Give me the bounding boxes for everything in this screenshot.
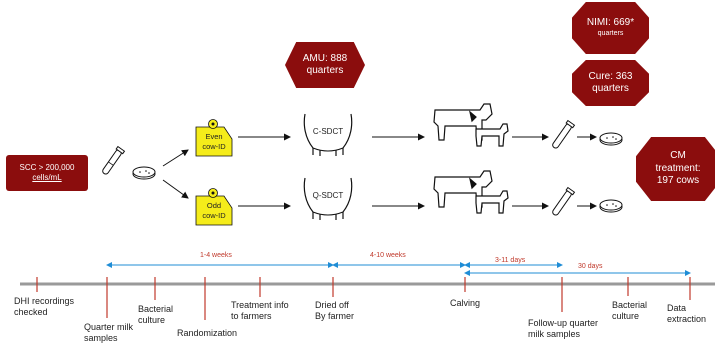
event-follow-up-line2: milk samples <box>528 328 581 339</box>
test-tube-icon <box>102 145 126 175</box>
udder-icon-odd: Q-SDCT <box>303 177 353 220</box>
nimi-line1: NIMI: 669* <box>586 17 635 29</box>
event-data-extraction-line1: Data <box>667 303 687 313</box>
event-data-extraction-line2: extraction <box>667 313 707 324</box>
even-tag-line2: cow-ID <box>202 142 226 151</box>
amu-line1: AMU: 888 <box>302 52 348 64</box>
event-follow-up-line1: Follow-up quarter <box>528 318 599 328</box>
span-label-2: 4-10 weeks <box>370 252 406 259</box>
udder-icon-even: C-SDCT <box>303 113 353 156</box>
event-dried-off-line1: Dried off <box>315 300 349 310</box>
test-tube-icon-even <box>552 119 576 149</box>
odd-tag-line1: Odd <box>207 201 221 210</box>
even-tag-line1: Even <box>205 132 222 141</box>
event-calving-line1: Calving <box>450 298 481 308</box>
event-bacterial-1-line2: culture <box>138 314 166 325</box>
arrow-to-even <box>162 149 189 167</box>
event-data-extraction: Data extraction <box>667 303 706 325</box>
c-sdct-label: C-SDCT <box>313 127 343 136</box>
arrow-to-odd <box>162 179 189 199</box>
cow-calf-icon-odd <box>433 170 509 214</box>
event-randomization-line1: Randomization <box>177 328 238 338</box>
start-line2: cells/mL <box>32 173 62 182</box>
cm-line3: 197 cows <box>656 175 700 187</box>
nimi-box: NIMI: 669*quarters <box>572 2 649 54</box>
odd-tag-line2: cow-ID <box>202 211 226 220</box>
event-bacterial-2-line2: culture <box>612 310 640 321</box>
event-follow-up: Follow-up quarter milk samples <box>528 318 598 340</box>
q-sdct-label: Q-SDCT <box>313 191 344 200</box>
start-line1: SCC > 200,000 <box>19 163 75 172</box>
cure-line1: Cure: 363 <box>588 70 633 82</box>
amu-line2: quarters <box>306 65 344 76</box>
span-label-1: 1-4 weeks <box>200 252 232 259</box>
event-bacterial-2: Bacterial culture <box>612 300 647 322</box>
event-dhi-line1: DHI recordings <box>14 296 75 306</box>
event-dhi: DHI recordings checked <box>14 296 74 318</box>
event-dried-off-line2: By farmer <box>315 310 355 321</box>
event-quarter-milk: Quarter milk samples <box>84 322 133 344</box>
cure-line2: quarters <box>592 83 629 94</box>
odd-ear-tag: Odd cow-ID <box>195 188 233 226</box>
cm-line2: treatment: <box>655 162 701 174</box>
cow-calf-icon-even <box>433 103 509 147</box>
event-dried-off: Dried off By farmer <box>315 300 354 322</box>
petri-dish-icon-odd <box>599 199 623 213</box>
event-bacterial-2-line1: Bacterial <box>612 300 648 310</box>
event-quarter-milk-line1: Quarter milk <box>84 322 134 332</box>
event-quarter-milk-line2: samples <box>84 332 118 343</box>
event-treatment-info-line2: to farmers <box>231 310 272 321</box>
event-bacterial-1-line1: Bacterial <box>138 304 174 314</box>
event-treatment-info-line1: Treatment info <box>231 300 289 310</box>
event-dhi-line2: checked <box>14 306 48 317</box>
event-calving: Calving <box>450 298 480 309</box>
span-label-4: 30 days <box>578 263 603 270</box>
nimi-line2: quarters <box>597 29 624 37</box>
petri-dish-icon <box>132 166 156 180</box>
cm-line1: CM <box>670 150 686 162</box>
test-tube-icon-odd <box>552 186 576 216</box>
span-label-3: 3-11 days <box>495 257 526 264</box>
petri-dish-icon-even <box>599 132 623 146</box>
event-treatment-info: Treatment info to farmers <box>231 300 289 322</box>
even-ear-tag: Even cow-ID <box>195 119 233 157</box>
event-bacterial-1: Bacterial culture <box>138 304 173 326</box>
event-randomization: Randomization <box>177 328 237 339</box>
